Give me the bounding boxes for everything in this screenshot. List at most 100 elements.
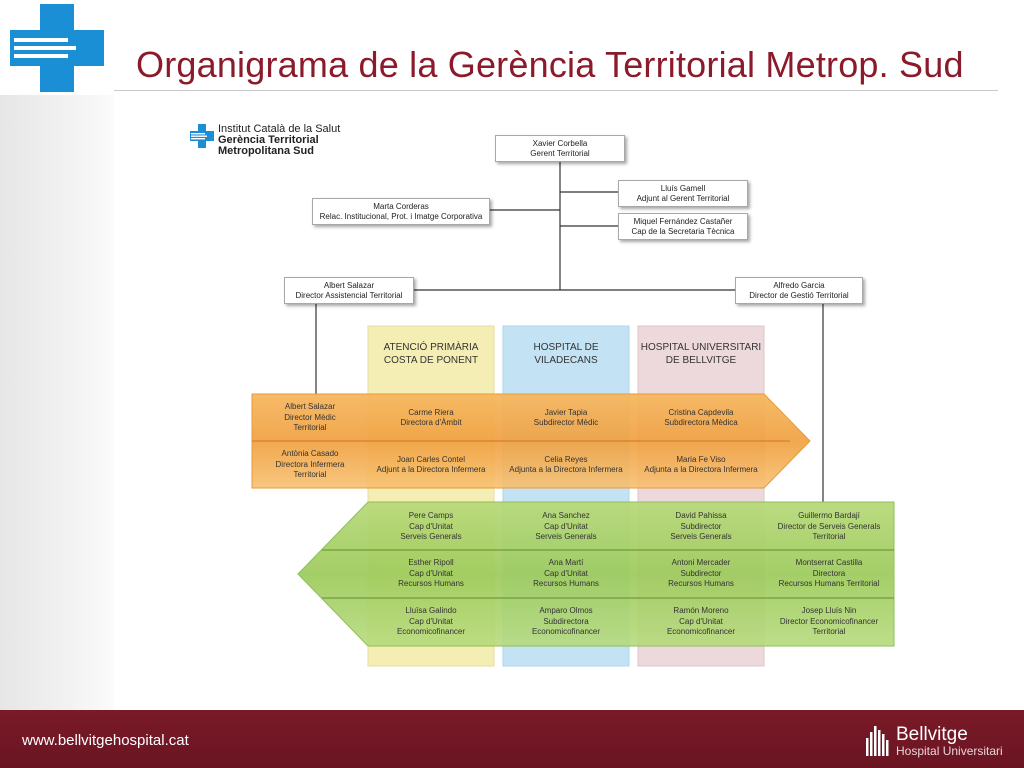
institution-region: Metropolitana Sud (218, 145, 314, 157)
cell-line: Territorial (293, 470, 327, 480)
cell-line: Amparo Olmos (539, 606, 593, 616)
green-cell: Antoni Mercader Subdirector Recursos Hum… (638, 555, 764, 593)
node-secretaria: Miquel Fernández Castañer Cap de la Secr… (618, 213, 748, 240)
cell-line: Lluïsa Galindo (405, 606, 457, 616)
cell-line: Territorial (293, 423, 327, 433)
node-name: Lluís Gamell (660, 183, 706, 193)
column-header-line: COSTA DE PONENT (383, 355, 479, 366)
cell-line: Recursos Humans (398, 579, 464, 589)
orange-row-label-medic: Albert Salazar Director Mèdic Territoria… (254, 398, 366, 438)
green-cell: Lluïsa Galindo Cap d'Unitat Economicofin… (368, 602, 494, 642)
cell-line: Territorial (812, 627, 846, 637)
cell-line: Adjunta a la Directora Infermera (644, 465, 758, 474)
node-role: Gerent Territorial (530, 148, 590, 158)
cell-line: Economicofinancer (531, 627, 601, 637)
cell-line: Subdirector (680, 521, 722, 531)
cell-line: Albert Salazar (284, 402, 336, 412)
green-arrow-band (297, 501, 895, 647)
cell-line: Directora d'Àmbit (400, 418, 462, 427)
orange-row-label-infermera: Antònia Casado Directora Infermera Terri… (254, 445, 366, 485)
column-header-line: HOSPITAL UNIVERSITARI (640, 342, 762, 353)
node-name: Albert Salazar (323, 280, 375, 290)
green-cell: Montserrat Castilla Directora Recursos H… (766, 555, 892, 593)
green-cell: Esther Ripoll Cap d'Unitat Recursos Huma… (368, 555, 494, 593)
column-header-line: HOSPITAL DE (533, 342, 599, 353)
cell-line: Subdirector Mèdic (533, 418, 599, 427)
cell-line: Serveis Generals (535, 532, 597, 542)
node-name: Xavier Corbella (532, 138, 588, 148)
cell-line: Celia Reyes (544, 454, 588, 464)
cell-line: Cristina Capdevila (668, 407, 734, 417)
cell-line: Ana Sanchez (542, 511, 590, 521)
footer-bar: www.bellvitgehospital.cat Bellvitge Hosp… (0, 710, 1024, 768)
connector-lines (315, 160, 824, 502)
cell-line: Cap d'Unitat (544, 568, 588, 578)
column-header-viladecans: HOSPITAL DE VILADECANS (503, 338, 629, 370)
column-header-line: VILADECANS (534, 355, 598, 366)
title-rule (114, 90, 998, 91)
orange-cell: Cristina Capdevila Subdirectora Mèdica (638, 398, 764, 438)
orange-cell: Javier Tapia Subdirector Mèdic (503, 398, 629, 438)
cell-line: Cap d'Unitat (409, 616, 453, 626)
bellvitge-bars-logo-icon (866, 726, 889, 756)
node-role: Adjunt al Gerent Territorial (636, 193, 730, 203)
node-role: Director de Gestió Territorial (749, 290, 849, 300)
cell-line: Josep Lluís Nin (801, 606, 857, 616)
cell-line: Territorial (812, 532, 846, 542)
cell-line: Adjunta a la Directora Infermera (509, 465, 623, 474)
cell-line: Serveis Generals (670, 532, 732, 542)
cell-line: Economicofinancer (666, 627, 736, 637)
cell-line: Antoni Mercader (671, 558, 731, 568)
column-header-bellvitge: HOSPITAL UNIVERSITARI DE BELLVITGE (638, 338, 764, 370)
column-header-line: ATENCIÓ PRIMÀRIA (383, 342, 479, 353)
institution-division: Gerència Territorial (218, 134, 319, 146)
brand-subtitle: Hospital Universitari (896, 744, 1003, 758)
cell-line: Subdirectora Mèdica (664, 418, 738, 427)
green-cell: Ana Sanchez Cap d'Unitat Serveis General… (503, 508, 629, 546)
column-header-primaria: ATENCIÓ PRIMÀRIA COSTA DE PONENT (368, 338, 494, 370)
column-header-line: DE BELLVITGE (665, 355, 737, 366)
cell-line: Cap d'Unitat (409, 521, 453, 531)
ics-cross-logo-icon (10, 4, 104, 92)
green-cell: Ana Martí Cap d'Unitat Recursos Humans (503, 555, 629, 593)
node-name: Miquel Fernández Castañer (633, 216, 733, 226)
node-relacions: Marta Corderas Relac. Institucional, Pro… (312, 198, 490, 225)
node-assistencial: Albert Salazar Director Assistencial Ter… (284, 277, 414, 304)
orange-cell: Maria Fe Viso Adjunta a la Directora Inf… (636, 445, 766, 485)
cell-line: Directora (812, 568, 846, 578)
cell-line: Carme Riera (408, 407, 454, 417)
node-role: Director Assistencial Territorial (295, 290, 403, 300)
node-name: Alfredo Garcia (773, 280, 825, 290)
cell-line: Director Economicofinancer (779, 616, 879, 626)
orange-cell: Carme Riera Directora d'Àmbit (368, 398, 494, 438)
cell-line: Recursos Humans (533, 579, 599, 589)
cell-line: Javier Tapia (544, 407, 588, 417)
green-cell: Amparo Olmos Subdirectora Economicofinan… (503, 602, 629, 642)
bellvitge-brand: Bellvitge Hospital Universitari (866, 722, 1016, 762)
green-cell: Ramón Moreno Cap d'Unitat Economicofinan… (638, 602, 764, 642)
cell-line: Guillermo Bardají (798, 511, 860, 521)
cell-line: Cap d'Unitat (679, 616, 723, 626)
cell-line: Ana Martí (548, 558, 584, 568)
green-cell: David Pahissa Subdirector Serveis Genera… (638, 508, 764, 546)
cell-line: Antònia Casado (281, 449, 339, 459)
node-name: Marta Corderas (373, 201, 429, 211)
ics-small-cross-icon (190, 124, 214, 148)
institution-name: Institut Català de la Salut (218, 123, 341, 135)
cell-line: Recursos Humans Territorial (778, 579, 880, 589)
cell-line: David Pahissa (675, 511, 727, 521)
cell-line: Subdirector (680, 568, 722, 578)
website-link[interactable]: www.bellvitgehospital.cat (22, 732, 189, 749)
node-role: Relac. Institucional, Prot. i Imatge Cor… (319, 211, 483, 221)
cell-line: Adjunt a la Directora Infermera (376, 465, 486, 474)
cell-line: Montserrat Castilla (795, 558, 863, 568)
cell-line: Recursos Humans (668, 579, 734, 589)
node-gerent: Xavier Corbella Gerent Territorial (495, 135, 625, 162)
node-gestio: Alfredo Garcia Director de Gestió Territ… (735, 277, 863, 304)
institution-block: Institut Català de la Salut Gerència Ter… (190, 124, 360, 164)
cell-line: Esther Ripoll (408, 558, 454, 568)
cell-line: Directora Infermera (275, 459, 345, 469)
green-cell: Josep Lluís Nin Director Economicofinanc… (766, 602, 892, 642)
node-role: Cap de la Secretaria Tècnica (631, 226, 735, 236)
